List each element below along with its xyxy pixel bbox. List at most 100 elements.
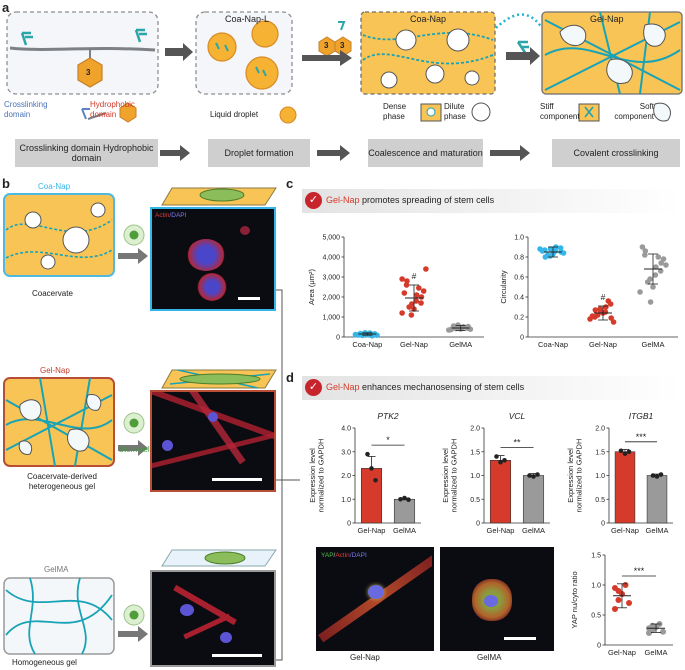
data-point	[502, 458, 507, 463]
x-category-label: Gel-Nap	[611, 526, 639, 535]
data-point	[398, 496, 403, 502]
dock-number-2: 3	[340, 41, 345, 50]
y-axis-label: Expression level	[308, 448, 317, 503]
data-point	[626, 600, 633, 606]
banner-c-rest: promotes spreading of stem cells	[362, 195, 495, 205]
stem-cell-label: Stem cell	[118, 445, 152, 454]
data-point	[465, 323, 471, 330]
dock-number-1: 3	[324, 41, 329, 50]
yap-text: YAP	[321, 552, 334, 559]
data-point	[622, 582, 629, 588]
banner-d-rest: enhances mechanosensing of stem cells	[362, 382, 525, 392]
gel-nap-description: Coacervate-derived heterogeneous gel	[27, 472, 97, 491]
x-category-label: GelMA	[449, 340, 472, 349]
y-tick-label: 0	[520, 335, 524, 342]
y-tick-label: 3,000	[322, 275, 340, 282]
actin-text: Actin	[155, 212, 170, 219]
data-point	[639, 244, 646, 250]
y-tick-label: 2.0	[595, 426, 605, 433]
panel-d-banner	[302, 376, 682, 400]
data-point	[653, 264, 659, 270]
check-icon: ✓	[305, 192, 322, 209]
data-point	[539, 248, 546, 254]
data-point	[655, 254, 662, 260]
legend-hydrophobic: Hydrophobic domain	[90, 100, 135, 119]
data-point	[373, 477, 378, 483]
dapi-text-d: /DAPI	[349, 552, 367, 559]
dapi-text: /DAPI	[169, 212, 187, 219]
panel-b-label: b	[2, 176, 10, 191]
molecule-number: 3	[86, 68, 91, 77]
data-point	[608, 315, 614, 321]
y-tick-label: 4,000	[322, 255, 340, 262]
data-point	[413, 298, 419, 304]
check-icon: ✓	[305, 379, 322, 396]
soft-component-label: Soft component	[614, 102, 654, 121]
data-point	[642, 248, 649, 254]
y-tick-label: 0.8	[514, 255, 524, 262]
y-tick-label: 1.5	[595, 449, 605, 456]
data-point	[547, 253, 553, 259]
significance-stars: ***	[636, 432, 647, 442]
data-point	[531, 474, 536, 479]
micro-stain-label-b1: Actin/DAPI	[155, 212, 186, 219]
step-4-box: Covalent crosslinking	[552, 139, 680, 167]
actin-text-d: Actin	[335, 552, 350, 559]
y-axis-label: Expression level	[566, 448, 575, 503]
data-point	[603, 304, 609, 310]
data-point	[365, 451, 370, 457]
y-tick-label: 1.0	[470, 473, 480, 480]
scale-bar	[238, 297, 260, 300]
y-tick-label: 0.5	[591, 613, 601, 620]
banner-d-highlight: Gel-Nap	[326, 382, 360, 392]
data-point	[650, 284, 656, 290]
y-tick-label: 1.0	[595, 473, 605, 480]
data-point	[455, 322, 461, 328]
y-axis-label: Expression level	[441, 448, 450, 503]
data-point	[615, 588, 622, 594]
significance-stars: *	[386, 435, 390, 445]
scale-bar	[212, 654, 262, 657]
data-point	[401, 290, 408, 296]
micrograph-gel-nap-b	[150, 390, 276, 492]
y-axis-label: normalized to GAPDH	[575, 439, 584, 513]
scale-bar	[212, 478, 262, 481]
data-point	[369, 466, 374, 471]
y-tick-label: 1.0	[514, 235, 524, 242]
panel-d-banner-text: Gel-Nap enhances mechanosensing of stem …	[326, 382, 524, 392]
data-point	[660, 628, 667, 635]
panel-d-label: d	[286, 370, 294, 385]
y-tick-label: 0	[597, 643, 601, 650]
y-tick-label: 5,000	[322, 235, 340, 242]
y-tick-label: 0.5	[595, 497, 605, 504]
data-point	[413, 292, 420, 298]
y-tick-label: 0.6	[514, 275, 524, 282]
y-tick-label: 1.5	[591, 553, 601, 560]
data-point	[409, 301, 415, 307]
bar	[614, 451, 636, 524]
y-tick-label: 0.5	[470, 497, 480, 504]
micro-label-gelma: GelMA	[477, 653, 502, 662]
scale-bar	[504, 637, 536, 640]
y-axis-label: YAP nu/cyto ratio	[570, 571, 579, 628]
y-tick-label: 2.0	[341, 473, 351, 480]
dense-phase-label: Dense phase	[383, 102, 407, 121]
gel-nap-title-b: Gel-Nap	[40, 366, 70, 375]
panel-c-label: c	[286, 176, 294, 191]
coa-nap-title-b: Coa-Nap	[38, 182, 71, 191]
micrograph-yap-gelma	[440, 547, 554, 651]
panel-b-illustration	[3, 187, 300, 661]
x-category-label: Gel-Nap	[589, 340, 617, 349]
data-point	[637, 289, 643, 295]
significance-stars: ***	[634, 566, 645, 576]
data-point	[494, 454, 499, 459]
data-point	[418, 300, 424, 306]
y-tick-label: 1,000	[322, 315, 340, 322]
micrograph-yap-gel-nap: YAP/Actin/DAPI	[316, 547, 434, 651]
data-point	[399, 276, 405, 282]
